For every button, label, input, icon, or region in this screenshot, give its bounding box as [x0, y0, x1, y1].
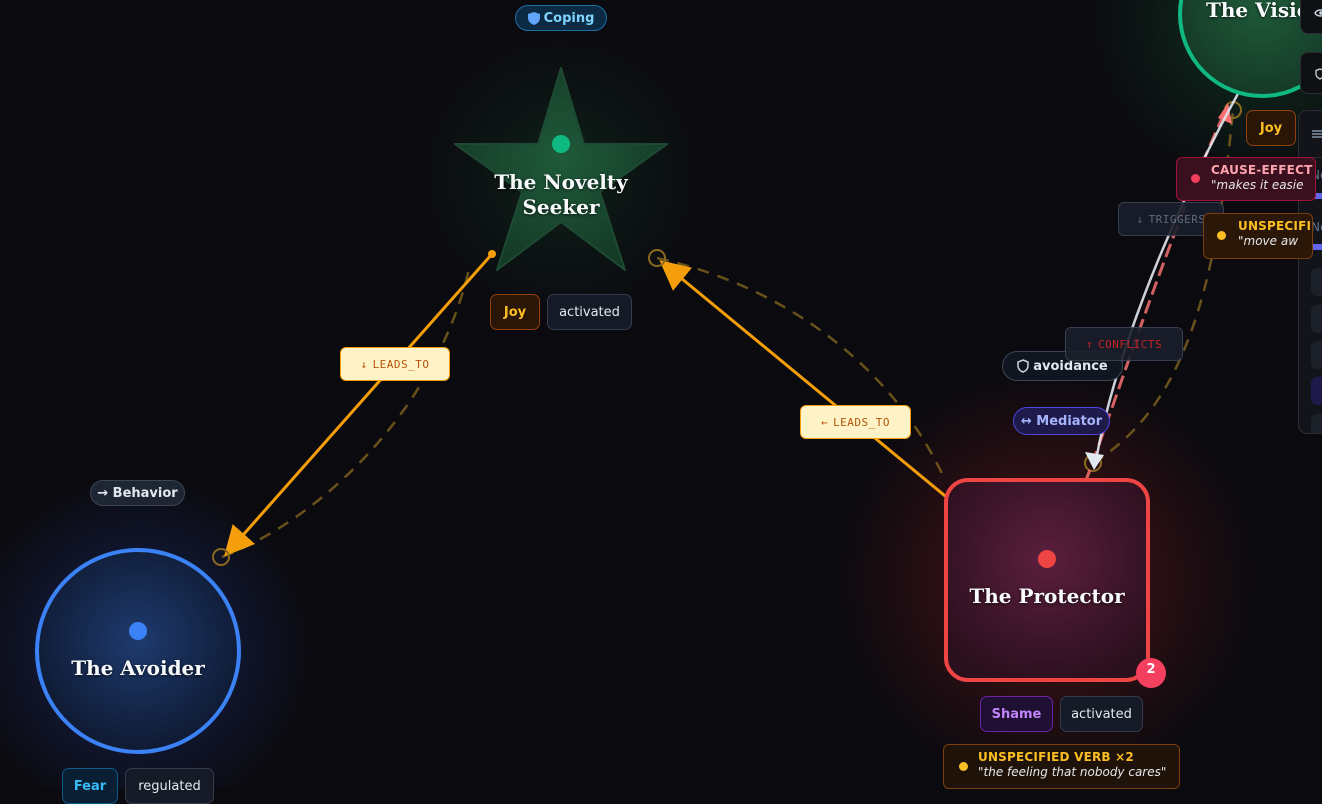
leads-to-label-2-text: LEADS_TO: [833, 415, 891, 429]
protector-emotion-tag[interactable]: Shame: [980, 696, 1053, 732]
leads-to-label-1-arrow: ↓: [360, 357, 368, 371]
sliders-icon[interactable]: [1312, 129, 1322, 139]
novelty-seeker-dot: [552, 135, 570, 153]
protector-state-tag[interactable]: activated: [1060, 696, 1143, 732]
panel-row-label-1: Ne: [1311, 168, 1322, 182]
leads-to-label-2[interactable]: ← LEADS_TO: [800, 405, 911, 439]
avoider-state-tag[interactable]: regulated: [125, 768, 214, 804]
edge-dashed-avoider-novelty: [221, 264, 472, 559]
panel-slider-2[interactable]: [1311, 244, 1322, 250]
leads-to-label-1-text: LEADS_TO: [372, 357, 430, 371]
novelty-seeker-title-line1: The Novelty: [494, 170, 628, 194]
unspecified-top-quote: "move aw: [1238, 234, 1299, 248]
avoider-emotion-tag[interactable]: Fear: [62, 768, 118, 804]
shield-outline-icon: [1315, 68, 1322, 80]
protector-badge-circle: [1136, 658, 1166, 688]
cause-effect-dot: [1191, 174, 1200, 183]
behavior-pill-label: → Behavior: [97, 485, 178, 501]
avoider-dot: [129, 622, 147, 640]
edge-triggers-arrowhead: [1085, 452, 1104, 470]
novelty-seeker-title: The Novelty Seeker: [461, 170, 661, 220]
protector-badge: 2: [1146, 662, 1156, 677]
cause-effect-head: CAUSE-EFFECT: [1211, 163, 1313, 177]
triggers-label-arrow: ↓: [1136, 212, 1144, 226]
edge-handle[interactable]: [648, 249, 666, 267]
mediator-pill[interactable]: ↔ Mediator: [1013, 407, 1110, 435]
panel-button-4[interactable]: [1311, 377, 1322, 405]
edge-source-dot: [488, 250, 496, 258]
protector-square[interactable]: [944, 478, 1150, 682]
panel-button-3[interactable]: [1311, 341, 1322, 369]
panel-button-2[interactable]: [1311, 305, 1322, 333]
cause-effect-card[interactable]: CAUSE-EFFECT "makes it easie: [1176, 157, 1316, 201]
eye-icon: [1314, 9, 1322, 17]
leads-to-label-2-arrow: ←: [820, 415, 829, 429]
unspecified-bottom-quote: "the feeling that nobody cares": [978, 765, 1167, 779]
shield-button[interactable]: [1300, 52, 1322, 94]
unspecified-top-head: UNSPECIFI: [1238, 219, 1312, 233]
unspecified-bottom-dot: [959, 761, 968, 771]
panel-row-label-2: Ne: [1311, 220, 1322, 234]
eye-button[interactable]: [1300, 0, 1322, 34]
unspecified-top-card[interactable]: UNSPECIFI "move aw: [1203, 213, 1313, 259]
novelty-seeker-title-line2: Seeker: [522, 195, 600, 219]
triggers-label-text: TRIGGERS: [1148, 212, 1206, 226]
novelty-seeker-star[interactable]: [454, 67, 668, 271]
conflicts-label-text: CONFLICTS: [1098, 337, 1163, 351]
avoider-circle[interactable]: [35, 548, 241, 754]
unspecified-bottom-head: UNSPECIFIED VERB ×2: [978, 750, 1134, 764]
unspecified-bottom-card[interactable]: UNSPECIFIED VERB ×2 "the feeling that no…: [943, 744, 1180, 789]
novelty-state-tag[interactable]: activated: [547, 294, 632, 330]
protector-title: The Protector: [969, 584, 1125, 608]
coping-pill-label: Coping: [543, 10, 595, 26]
novelty-emotion-tag[interactable]: Joy: [490, 294, 540, 330]
edge-leads-to-protector-novelty: [659, 260, 968, 516]
conflicts-label-arrow: ↑: [1085, 337, 1093, 351]
conflicts-label[interactable]: ↑ CONFLICTS: [1065, 327, 1183, 361]
edge-conflicts-arrowhead: [1218, 103, 1232, 124]
mediator-pill-label: ↔ Mediator: [1020, 413, 1103, 429]
avoider-title: The Avoider: [71, 656, 205, 680]
leads-to-label-1[interactable]: ↓ LEADS_TO: [340, 347, 450, 381]
coping-pill[interactable]: Coping: [515, 5, 607, 31]
visionary-title: The Visio: [1206, 0, 1311, 22]
edge-handle[interactable]: [212, 548, 230, 566]
visionary-circle[interactable]: [1178, 0, 1322, 98]
visionary-emotion-tag[interactable]: Joy: [1246, 110, 1296, 146]
shield-icon: [527, 11, 540, 25]
edge-triggers: [1094, 89, 1242, 461]
protector-dot: [1038, 550, 1056, 568]
panel-slider-1[interactable]: [1311, 193, 1322, 199]
behavior-pill[interactable]: → Behavior: [90, 480, 185, 506]
panel-button-5[interactable]: [1311, 414, 1322, 433]
shield-outline-icon: [1017, 359, 1029, 373]
unspecified-top-dot: [1217, 231, 1226, 240]
avoidance-pill-label: avoidance: [1033, 358, 1108, 374]
cause-effect-quote: "makes it easie: [1211, 178, 1304, 192]
panel-button-1[interactable]: [1311, 268, 1322, 296]
edge-leads-to-novelty-avoider: [224, 253, 494, 557]
